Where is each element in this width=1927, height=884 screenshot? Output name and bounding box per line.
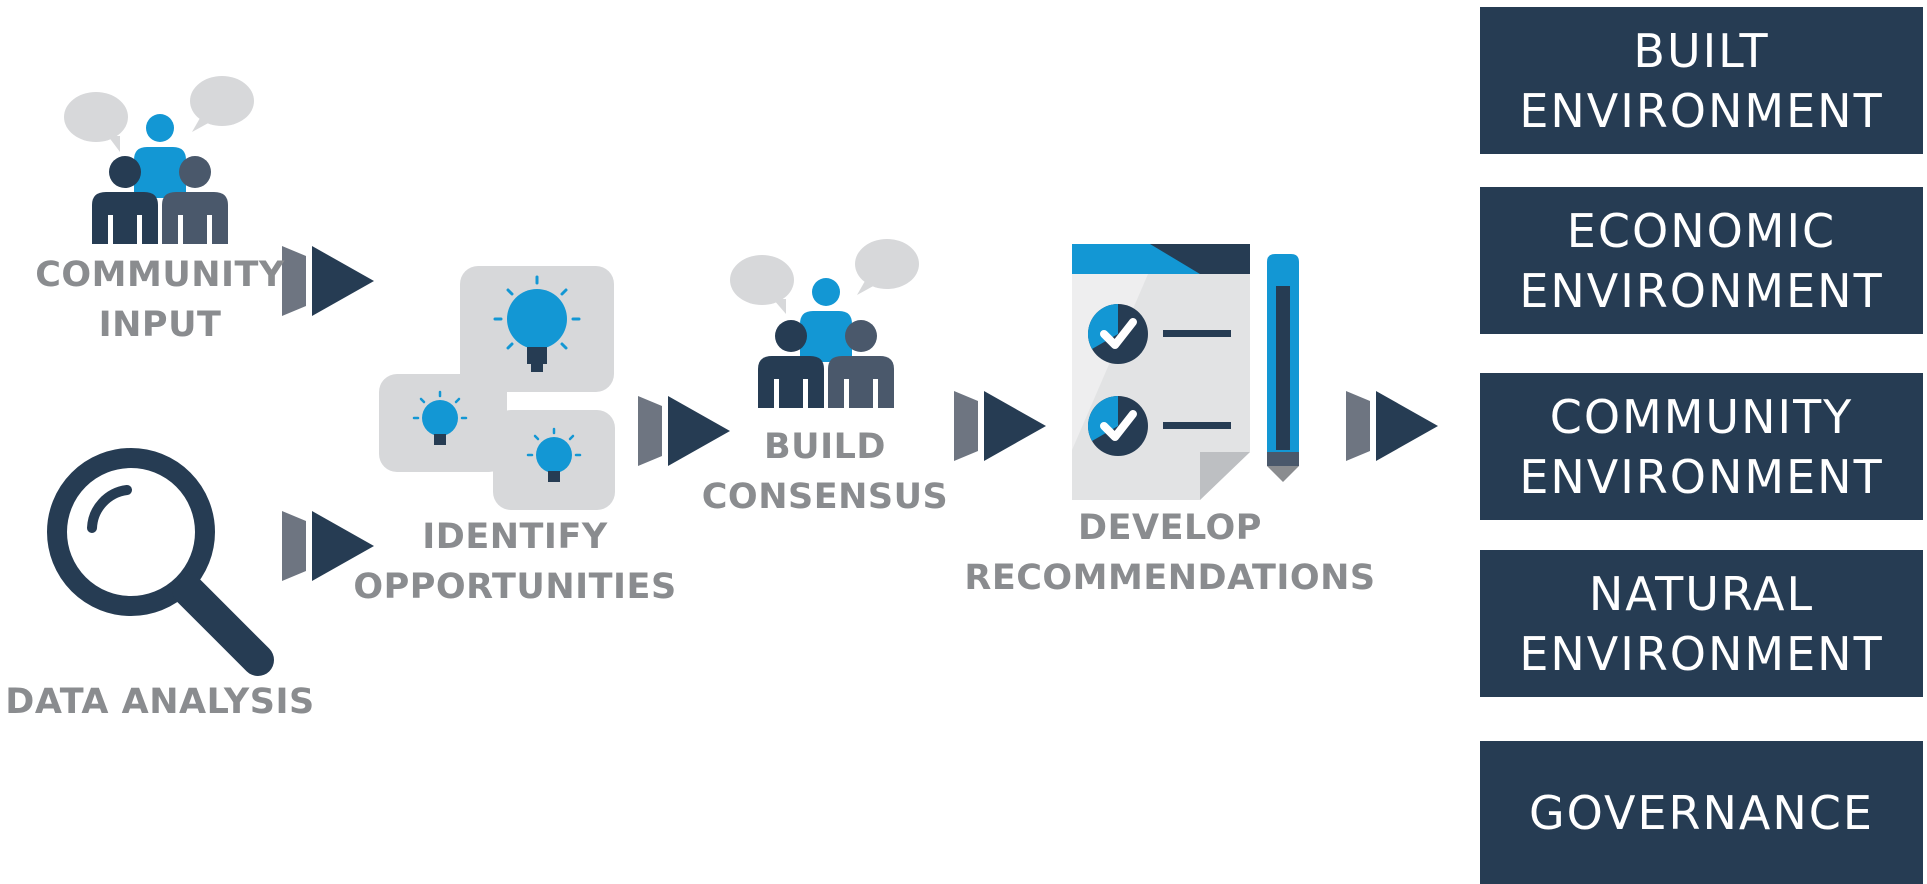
checklist-icon	[1072, 244, 1250, 500]
consensus-people-icon	[730, 239, 919, 408]
outcome-built-environment: BUILT ENVIRONMENT	[1480, 7, 1923, 154]
outcome-natural-environment: NATURAL ENVIRONMENT	[1480, 550, 1923, 697]
double-arrow-icon	[1346, 391, 1438, 461]
data-analysis-label: DATA ANALYSIS	[5, 682, 315, 722]
community-people-icon	[64, 76, 254, 244]
outcome-economic-environment: ECONOMIC ENVIRONMENT	[1480, 187, 1923, 334]
build-consensus-label: BUILD CONSENSUS	[701, 427, 949, 517]
outcome-governance: GOVERNANCE	[1480, 741, 1923, 884]
outcome-community-environment: COMMUNITY ENVIRONMENT	[1480, 373, 1923, 520]
community-input-label: COMMUNITY INPUT	[35, 255, 285, 345]
pencil-icon	[1267, 254, 1299, 482]
double-arrow-icon	[954, 391, 1046, 461]
develop-recommendations-label: DEVELOP RECOMMENDATIONS	[964, 508, 1376, 598]
identify-opportunities-label: IDENTIFY OPPORTUNITIES	[353, 517, 677, 607]
lightbulb-icon	[379, 266, 615, 510]
magnifier-icon	[47, 448, 274, 676]
